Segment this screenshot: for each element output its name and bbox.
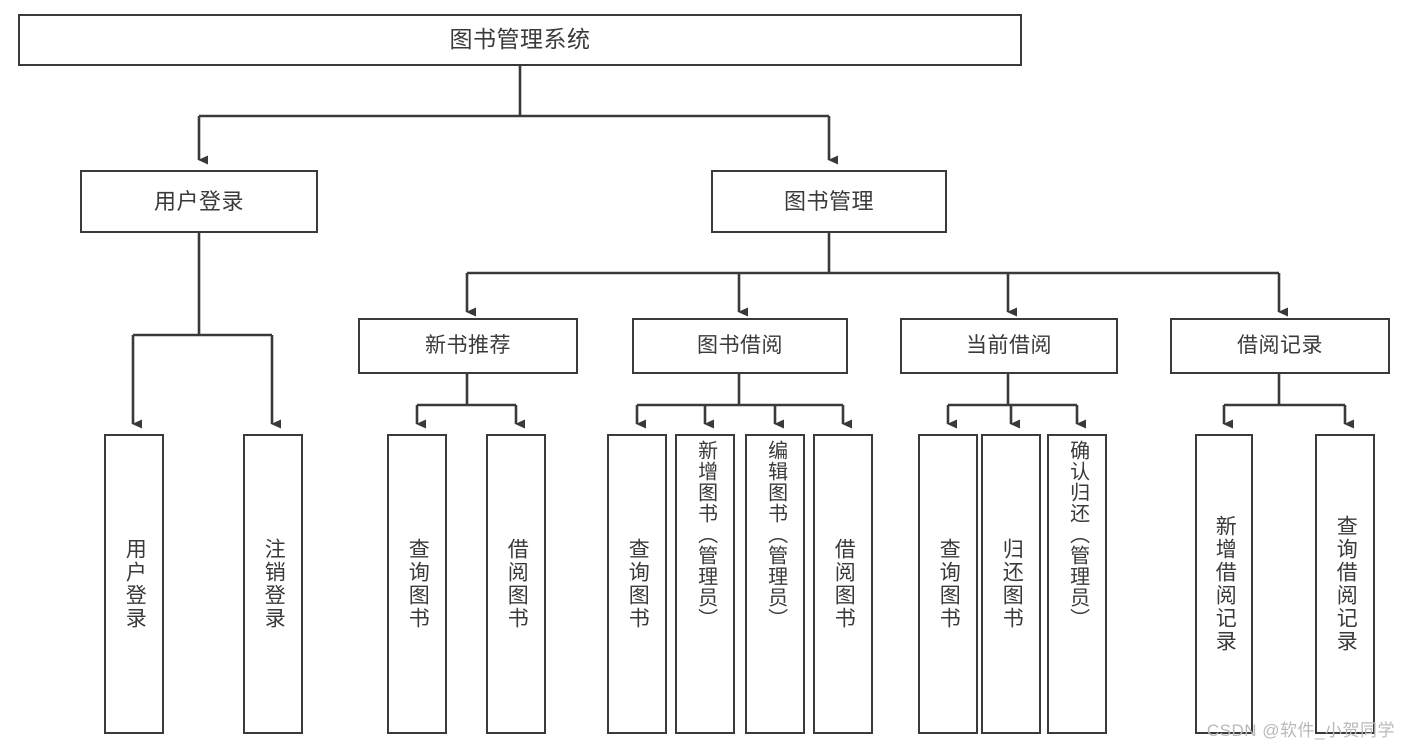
node-new-book-recommend[interactable]: 新书推荐 bbox=[358, 318, 578, 374]
node-leaf-add-book[interactable]: 新增图书（管理员） bbox=[675, 434, 735, 734]
node-leaf-query-book-1[interactable]: 查询图书 bbox=[387, 434, 447, 734]
node-leaf-add-borrow-record-label: 新增借阅记录 bbox=[1213, 515, 1237, 653]
node-user-login[interactable]: 用户登录 bbox=[80, 170, 318, 233]
node-leaf-logout-login[interactable]: 注销登录 bbox=[243, 434, 303, 734]
node-leaf-borrow-book-2[interactable]: 借阅图书 bbox=[813, 434, 873, 734]
node-leaf-borrow-book-2-label: 借阅图书 bbox=[832, 538, 856, 630]
node-root-label: 图书管理系统 bbox=[449, 26, 591, 53]
node-leaf-edit-book[interactable]: 编辑图书（管理员） bbox=[745, 434, 805, 734]
node-leaf-query-book-3[interactable]: 查询图书 bbox=[918, 434, 978, 734]
node-borrow-record-label: 借阅记录 bbox=[1237, 333, 1323, 357]
node-book-borrow-label: 图书借阅 bbox=[697, 333, 783, 357]
node-leaf-confirm-return-label: 确认归还（管理员） bbox=[1066, 440, 1089, 629]
node-book-borrow[interactable]: 图书借阅 bbox=[632, 318, 848, 374]
node-leaf-user-login-label: 用户登录 bbox=[123, 538, 147, 630]
node-leaf-borrow-book-1[interactable]: 借阅图书 bbox=[486, 434, 546, 734]
node-book-manage-label: 图书管理 bbox=[783, 188, 874, 214]
node-leaf-logout-login-label: 注销登录 bbox=[262, 538, 286, 630]
node-current-borrow[interactable]: 当前借阅 bbox=[900, 318, 1118, 374]
node-leaf-borrow-book-1-label: 借阅图书 bbox=[505, 538, 529, 630]
node-current-borrow-label: 当前借阅 bbox=[966, 333, 1052, 357]
node-book-manage[interactable]: 图书管理 bbox=[711, 170, 947, 233]
node-leaf-query-borrow-record-label: 查询借阅记录 bbox=[1334, 515, 1358, 653]
node-leaf-query-book-2[interactable]: 查询图书 bbox=[607, 434, 667, 734]
node-user-login-label: 用户登录 bbox=[153, 188, 244, 214]
node-leaf-query-book-2-label: 查询图书 bbox=[626, 538, 650, 630]
node-leaf-add-book-label: 新增图书（管理员） bbox=[694, 440, 717, 629]
csdn-watermark: CSDN @软件_小贺同学 bbox=[1206, 721, 1395, 740]
node-leaf-return-book[interactable]: 归还图书 bbox=[981, 434, 1041, 734]
node-leaf-edit-book-label: 编辑图书（管理员） bbox=[764, 440, 787, 629]
node-leaf-confirm-return[interactable]: 确认归还（管理员） bbox=[1047, 434, 1107, 734]
node-new-book-recommend-label: 新书推荐 bbox=[425, 333, 511, 357]
node-leaf-user-login[interactable]: 用户登录 bbox=[104, 434, 164, 734]
node-root[interactable]: 图书管理系统 bbox=[18, 14, 1022, 66]
node-leaf-query-borrow-record[interactable]: 查询借阅记录 bbox=[1315, 434, 1375, 734]
node-leaf-add-borrow-record[interactable]: 新增借阅记录 bbox=[1195, 434, 1253, 734]
node-leaf-query-book-1-label: 查询图书 bbox=[406, 538, 430, 630]
node-leaf-return-book-label: 归还图书 bbox=[1000, 538, 1024, 630]
node-leaf-query-book-3-label: 查询图书 bbox=[937, 538, 961, 630]
node-borrow-record[interactable]: 借阅记录 bbox=[1170, 318, 1390, 374]
